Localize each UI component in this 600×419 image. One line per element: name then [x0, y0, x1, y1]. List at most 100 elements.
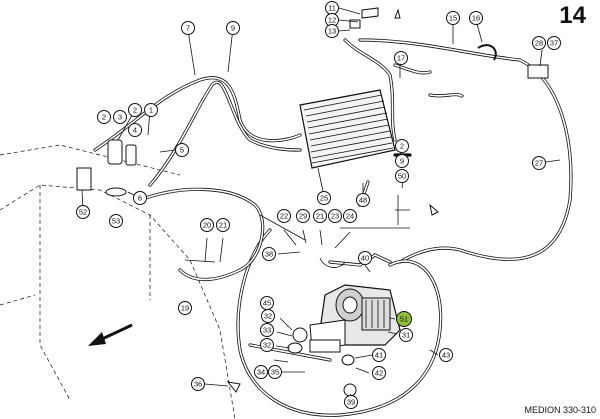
svg-text:41: 41	[375, 351, 383, 360]
svg-text:42: 42	[375, 369, 383, 378]
svg-text:7: 7	[186, 24, 190, 33]
callout-29[interactable]: 29	[296, 209, 310, 223]
callout-16[interactable]: 16	[469, 11, 483, 25]
svg-text:38: 38	[265, 250, 273, 259]
svg-text:43: 43	[442, 351, 450, 360]
callout-23[interactable]: 23	[328, 209, 342, 223]
callout-34[interactable]: 34	[254, 365, 268, 379]
leader-lines	[81, 7, 561, 396]
callout-42[interactable]: 42	[372, 366, 386, 380]
svg-text:2: 2	[102, 113, 106, 122]
callout-27[interactable]: 27	[532, 156, 546, 170]
callout-32b[interactable]: 32	[260, 338, 274, 352]
svg-text:36: 36	[194, 380, 202, 389]
callout-13[interactable]: 13	[325, 24, 339, 38]
svg-text:19: 19	[181, 304, 189, 313]
svg-text:24: 24	[346, 212, 354, 221]
svg-text:50: 50	[398, 172, 406, 181]
svg-text:52: 52	[79, 208, 87, 217]
callout-9b[interactable]: 9	[395, 154, 409, 168]
callout-3[interactable]: 3	[113, 110, 127, 124]
callout-19[interactable]: 19	[178, 301, 192, 315]
svg-text:1: 1	[149, 106, 153, 115]
svg-text:4: 4	[133, 126, 137, 135]
callout-28[interactable]: 28	[532, 36, 546, 50]
svg-text:25: 25	[320, 194, 328, 203]
callout-39[interactable]: 39	[344, 395, 358, 409]
svg-text:32: 32	[263, 341, 271, 350]
hose-lines	[93, 38, 573, 417]
callout-53[interactable]: 53	[109, 214, 123, 228]
svg-text:16: 16	[472, 14, 480, 23]
svg-text:6: 6	[138, 194, 142, 203]
bracket	[248, 319, 346, 362]
svg-text:12: 12	[328, 16, 336, 25]
callout-4[interactable]: 4	[128, 123, 142, 137]
svg-text:5: 5	[180, 146, 184, 155]
svg-text:48: 48	[359, 196, 367, 205]
svg-text:13: 13	[328, 27, 336, 36]
callout-7[interactable]: 7	[181, 21, 195, 35]
callout-50[interactable]: 50	[395, 169, 409, 183]
callout-51-highlighted[interactable]: 51	[396, 311, 412, 327]
svg-text:53: 53	[112, 217, 120, 226]
callout-52[interactable]: 52	[76, 205, 90, 219]
small-parts	[76, 7, 549, 397]
callout-36[interactable]: 36	[191, 377, 205, 391]
callout-17[interactable]: 17	[394, 51, 408, 65]
callout-35[interactable]: 35	[268, 365, 282, 379]
svg-text:27: 27	[535, 159, 543, 168]
callout-21b[interactable]: 21	[216, 218, 230, 232]
callout-38[interactable]: 38	[262, 247, 276, 261]
svg-text:33: 33	[263, 326, 271, 335]
condenser	[299, 89, 396, 169]
callout-20[interactable]: 20	[200, 218, 214, 232]
callout-22[interactable]: 22	[277, 209, 291, 223]
callout-list: 11 12 13 15 16 28 37 7 9 17 2 1 2 3 4 5 …	[76, 1, 561, 409]
callout-41[interactable]: 41	[372, 348, 386, 362]
car-body-outline	[0, 144, 236, 419]
callout-11[interactable]: 11	[325, 1, 339, 15]
callout-32[interactable]: 32	[261, 309, 275, 323]
callout-31[interactable]: 31	[399, 328, 413, 342]
svg-text:22: 22	[280, 212, 288, 221]
svg-text:23: 23	[331, 212, 339, 221]
svg-text:35: 35	[271, 368, 279, 377]
svg-text:21: 21	[219, 221, 227, 230]
svg-text:2: 2	[400, 142, 404, 151]
callout-15[interactable]: 15	[446, 11, 460, 25]
svg-text:17: 17	[397, 54, 405, 63]
svg-text:32: 32	[264, 312, 272, 321]
callout-1[interactable]: 1	[144, 103, 158, 117]
page-number: 14	[559, 2, 586, 29]
callout-45[interactable]: 45	[260, 296, 274, 310]
callout-48[interactable]: 48	[356, 193, 370, 207]
callout-24[interactable]: 24	[343, 209, 357, 223]
svg-text:34: 34	[257, 368, 265, 377]
svg-text:29: 29	[299, 212, 307, 221]
callout-2b[interactable]: 2	[97, 110, 111, 124]
svg-text:28: 28	[535, 39, 543, 48]
callout-43[interactable]: 43	[439, 348, 453, 362]
callout-37[interactable]: 37	[547, 36, 561, 50]
svg-text:11: 11	[328, 4, 336, 13]
callout-6[interactable]: 6	[133, 191, 147, 205]
callout-21[interactable]: 21	[313, 209, 327, 223]
callout-33[interactable]: 33	[260, 323, 274, 337]
compressor	[319, 284, 401, 346]
callout-9[interactable]: 9	[226, 21, 240, 35]
svg-text:31: 31	[402, 331, 410, 340]
callout-40[interactable]: 40	[358, 251, 372, 265]
svg-text:2: 2	[133, 106, 137, 115]
model-caption: MEDION 330-310	[524, 405, 596, 415]
svg-text:9: 9	[400, 157, 404, 166]
svg-text:20: 20	[203, 221, 211, 230]
svg-text:40: 40	[361, 254, 369, 263]
callout-2[interactable]: 2	[128, 103, 142, 117]
callout-2c[interactable]: 2	[395, 139, 409, 153]
callout-5[interactable]: 5	[175, 143, 189, 157]
svg-text:37: 37	[550, 39, 558, 48]
callout-25[interactable]: 25	[317, 191, 331, 205]
